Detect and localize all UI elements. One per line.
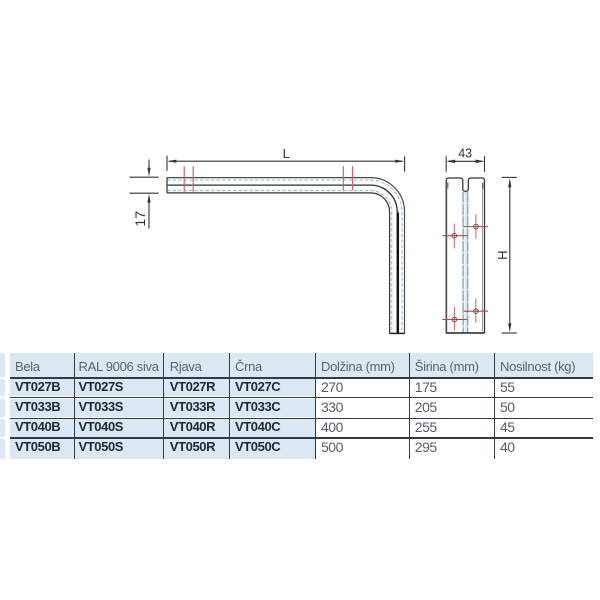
svg-text:43: 43 (458, 147, 472, 161)
svg-text:L: L (283, 146, 290, 161)
svg-text:H: H (495, 251, 510, 260)
svg-text:17: 17 (132, 211, 148, 227)
